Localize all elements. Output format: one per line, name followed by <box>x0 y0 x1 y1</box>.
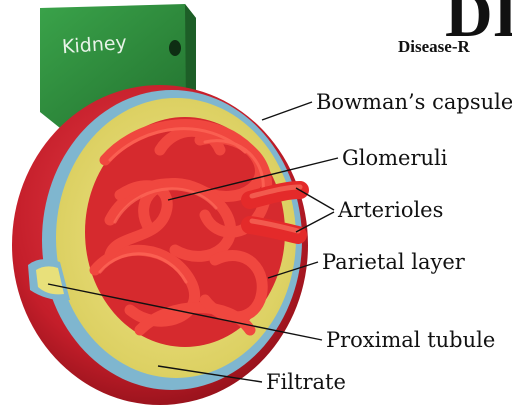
leader-bowmans-capsule <box>262 102 312 120</box>
label-proximal-tubule: Proximal tubule <box>326 330 495 351</box>
stand-label: Kidney <box>61 34 127 57</box>
stand-hole <box>169 40 181 56</box>
label-arterioles: Arterioles <box>338 200 443 221</box>
label-bowmans-capsule: Bowman’s capsule <box>316 92 512 113</box>
label-filtrate: Filtrate <box>266 372 346 393</box>
label-parietal-layer: Parietal layer <box>322 252 465 273</box>
label-glomeruli: Glomeruli <box>342 148 447 169</box>
header-subtitle-fragment: Disease-R <box>398 38 470 55</box>
